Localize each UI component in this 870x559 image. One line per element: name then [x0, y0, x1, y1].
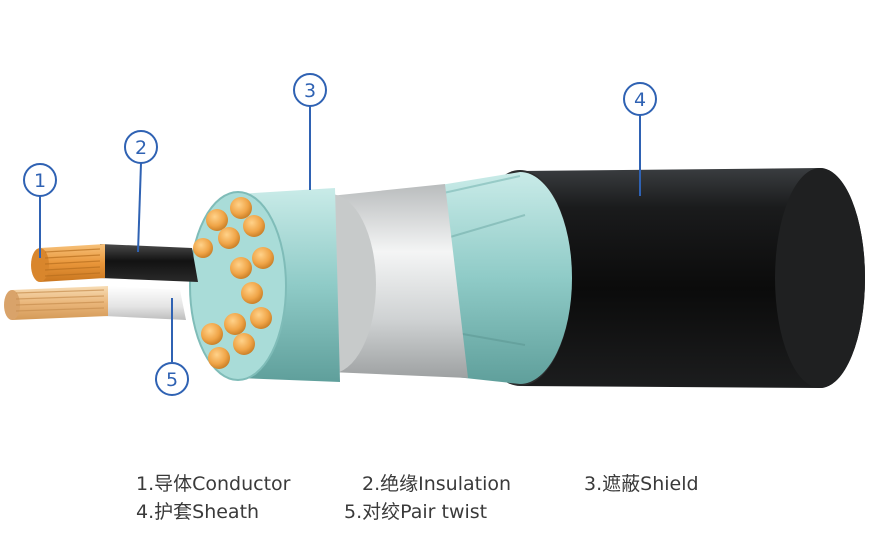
- callout-2-label: 2: [135, 137, 147, 159]
- core-ends: [193, 197, 274, 369]
- cable-illustration: 1 2 3 4 5: [4, 73, 865, 396]
- black-insulated-wire: [31, 244, 198, 282]
- white-insulated-wire: [4, 286, 186, 320]
- legend-row-1: 1.导体Conductor 2.绝缘Insulation 3.遮蔽Shield: [136, 470, 699, 498]
- callout-1-label: 1: [34, 170, 46, 192]
- legend-conductor: 1.导体Conductor: [136, 473, 291, 495]
- callout-5-label: 5: [166, 369, 178, 391]
- callout-5: 5: [155, 362, 189, 396]
- legend-insulation: 2.绝缘Insulation: [362, 473, 512, 495]
- legend-sheath: 4.护套Sheath: [136, 501, 260, 523]
- callout-1: 1: [23, 163, 57, 197]
- callout-leaders: [39, 106, 641, 362]
- legend: 1.导体Conductor 2.绝缘Insulation 3.遮蔽Shield …: [136, 470, 699, 526]
- callout-2: 2: [124, 130, 158, 164]
- callout-3: 3: [293, 73, 327, 107]
- legend-shield: 3.遮蔽Shield: [584, 473, 699, 495]
- callout-4: 4: [623, 82, 657, 116]
- callout-3-label: 3: [304, 80, 316, 102]
- legend-pair-twist: 5.对绞Pair twist: [344, 501, 488, 523]
- pair-bundle: [189, 188, 340, 382]
- legend-row-2: 4.护套Sheath 5.对绞Pair twist: [136, 498, 699, 526]
- callout-4-label: 4: [634, 89, 646, 111]
